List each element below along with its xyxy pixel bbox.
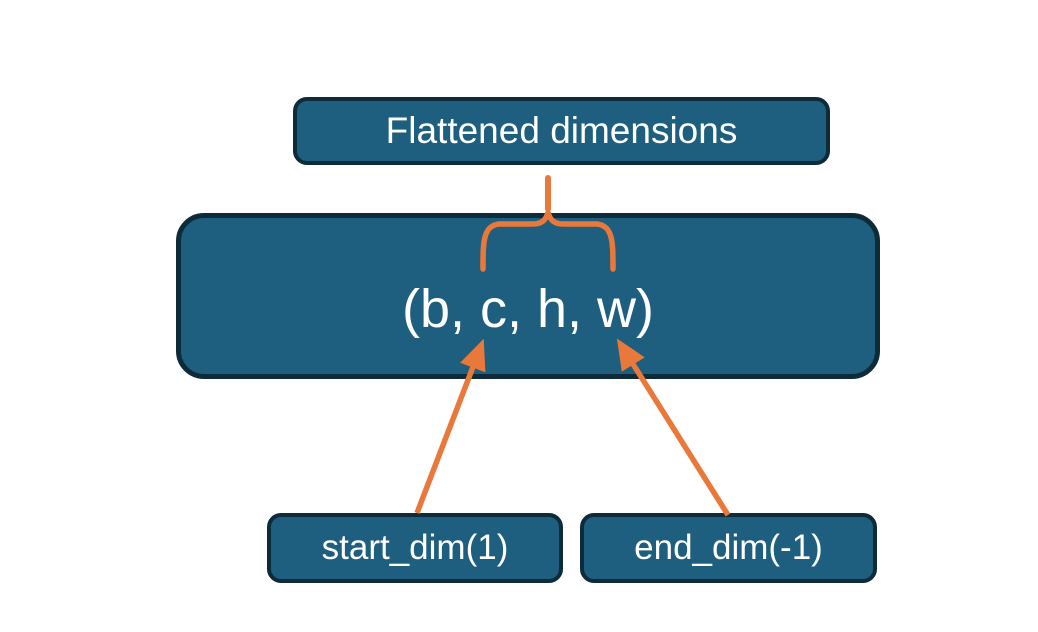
- flattened-dimensions-label: Flattened dimensions: [385, 110, 738, 151]
- tensor-shape-box: (b, c, h, w): [176, 213, 880, 379]
- end-dim-box: end_dim(-1): [580, 513, 877, 583]
- start-dim-box: start_dim(1): [267, 513, 563, 583]
- tensor-shape-label: (b, c, h, w): [401, 279, 655, 339]
- end-dim-label: end_dim(-1): [634, 528, 823, 567]
- start-dim-label: start_dim(1): [321, 528, 509, 567]
- flattened-dimensions-box: Flattened dimensions: [293, 97, 830, 165]
